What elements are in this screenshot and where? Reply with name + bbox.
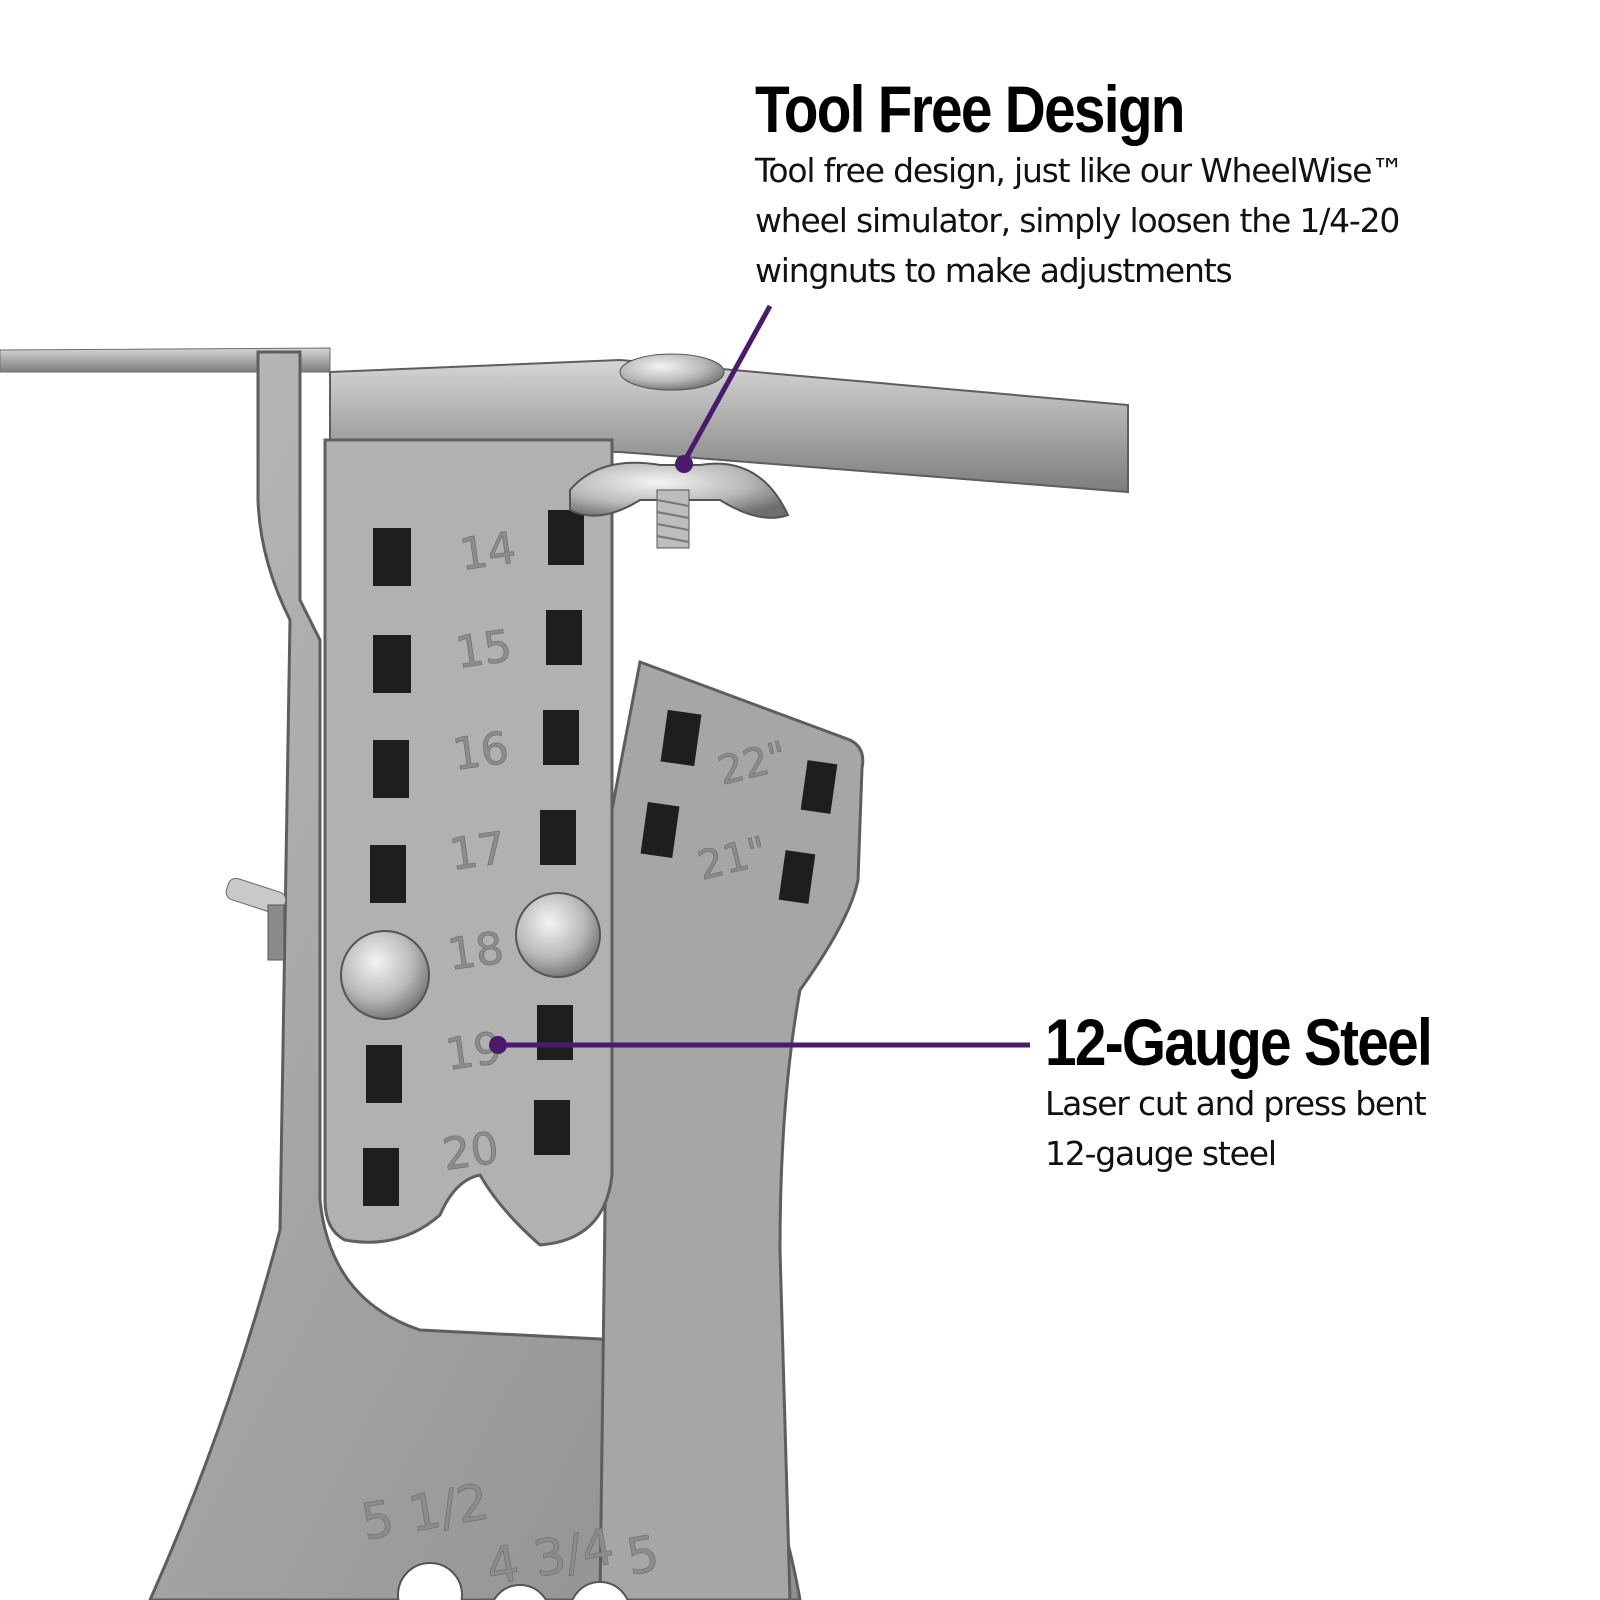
slot-holes bbox=[363, 510, 838, 1206]
lug-holes bbox=[397, 1562, 629, 1600]
callout-dot bbox=[675, 455, 693, 473]
size-stamps: 14 15 16 17 18 19 20 22" 21" 5 1/2 4 3/4… bbox=[357, 522, 792, 1597]
carriage-bolt-icon bbox=[515, 892, 601, 978]
stamp-16: 16 bbox=[449, 723, 512, 781]
stamp-20: 20 bbox=[439, 1123, 502, 1181]
stamp-17: 17 bbox=[446, 823, 509, 881]
stamp-5: 5 bbox=[622, 1524, 663, 1587]
stamp-15: 15 bbox=[452, 621, 515, 679]
callout-tool-free-design: Tool Free Design Tool free design, just … bbox=[755, 72, 1555, 296]
callout-text-line: Laser cut and press bent bbox=[1045, 1084, 1427, 1123]
callout-title: 12-Gauge Steel bbox=[1045, 1005, 1433, 1079]
callout-dot bbox=[489, 1036, 507, 1054]
side-pin bbox=[225, 877, 287, 961]
callout-text-line: wheel simulator, simply loosen the 1/4-2… bbox=[755, 201, 1400, 240]
main-plate bbox=[148, 350, 802, 1600]
callout-text-line: wingnuts to make adjustments bbox=[755, 251, 1233, 290]
callout-12-gauge-steel: 12-Gauge Steel Laser cut and press bent … bbox=[1045, 1005, 1565, 1179]
callout-text-line: Tool free design, just like our WheelWis… bbox=[755, 151, 1404, 190]
callout-text-line: 12-gauge steel bbox=[1045, 1134, 1277, 1173]
callout-title: Tool Free Design bbox=[755, 72, 1185, 146]
wingnut-icon bbox=[569, 353, 790, 549]
stamp-14: 14 bbox=[456, 523, 519, 581]
callout-leader-line bbox=[681, 304, 773, 464]
carriage-bolt-icon bbox=[340, 930, 430, 1020]
stamp-18: 18 bbox=[444, 923, 507, 981]
